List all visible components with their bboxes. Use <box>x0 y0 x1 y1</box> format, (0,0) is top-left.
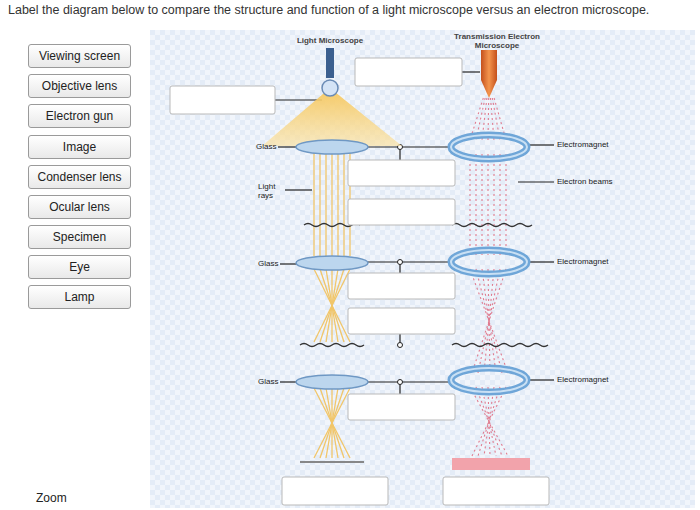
option-text: Specimen <box>53 230 106 244</box>
drop-boxes <box>170 58 549 505</box>
answer-option-box: Ocular lens <box>28 195 131 219</box>
part-label: Electromagnet <box>557 257 609 266</box>
option-text: Ocular lens <box>49 200 110 214</box>
option-text: Lamp <box>64 290 94 304</box>
part-label: Glass <box>258 377 278 386</box>
transmission-electron-microscope <box>451 50 530 470</box>
answer-option-box: Objective lens <box>28 74 131 98</box>
answer-option-box: Electron gun <box>28 104 131 128</box>
answer-option-box: Eye <box>28 255 131 279</box>
answer-option-box: Lamp <box>28 285 131 309</box>
specimen-lines <box>300 224 548 347</box>
microscope-heading: Transmission Electron Microscope <box>452 32 542 50</box>
part-label: Electromagnet <box>557 140 609 149</box>
option-text: Objective lens <box>42 79 117 93</box>
zoom-control: Zoom <box>36 492 67 506</box>
answer-option-box: Specimen <box>28 225 131 249</box>
answer-option-box: Condenser lens <box>28 165 131 189</box>
option-text: Electron gun <box>46 109 113 123</box>
part-label: Light rays <box>258 182 284 200</box>
part-label: Electromagnet <box>557 375 609 384</box>
option-text: Viewing screen <box>39 49 120 63</box>
part-label: Glass <box>258 259 278 268</box>
option-text: Image <box>63 140 96 154</box>
question-title: Label the diagram below to compare the s… <box>8 3 649 17</box>
microscope-heading: Light Microscope <box>285 36 375 45</box>
answer-option-box: Viewing screen <box>28 44 131 68</box>
grid-background <box>150 30 695 508</box>
answer-option-box: Image <box>28 135 131 159</box>
part-label: Glass <box>256 142 276 151</box>
option-text: Condenser lens <box>37 170 121 184</box>
part-label: Electron beams <box>557 177 613 186</box>
option-text: Eye <box>69 260 90 274</box>
